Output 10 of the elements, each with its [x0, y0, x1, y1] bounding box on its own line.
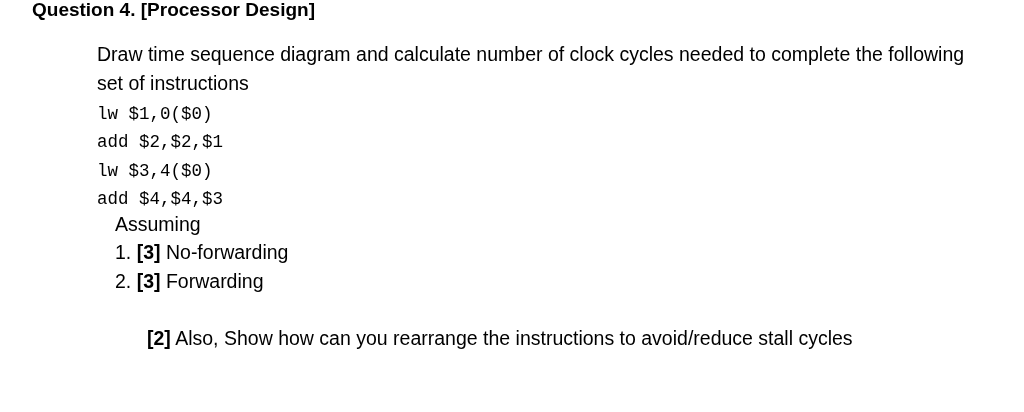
- list-item: 2. [3] Forwarding: [115, 269, 264, 294]
- question-heading: Question 4. [Processor Design]: [32, 0, 315, 20]
- question-text: [2] Also, Show how can you rearrange the instructions to avoid/reduce stall cycles: [147, 326, 853, 351]
- list-item: 1. [3] No-forwarding: [115, 240, 289, 265]
- assumption-heading: Assuming: [115, 212, 201, 237]
- code-line: add $4,$4,$3: [97, 188, 224, 211]
- instruction-paragraph: Draw time sequence diagram and calculate number of clock cycles needed to complete the following set of instructions: [97, 42, 966, 96]
- code-line: lw $3,4($0): [97, 160, 213, 183]
- code-line: lw $1,0($0): [97, 103, 213, 126]
- code-line: add $2,$2,$1: [97, 131, 224, 154]
